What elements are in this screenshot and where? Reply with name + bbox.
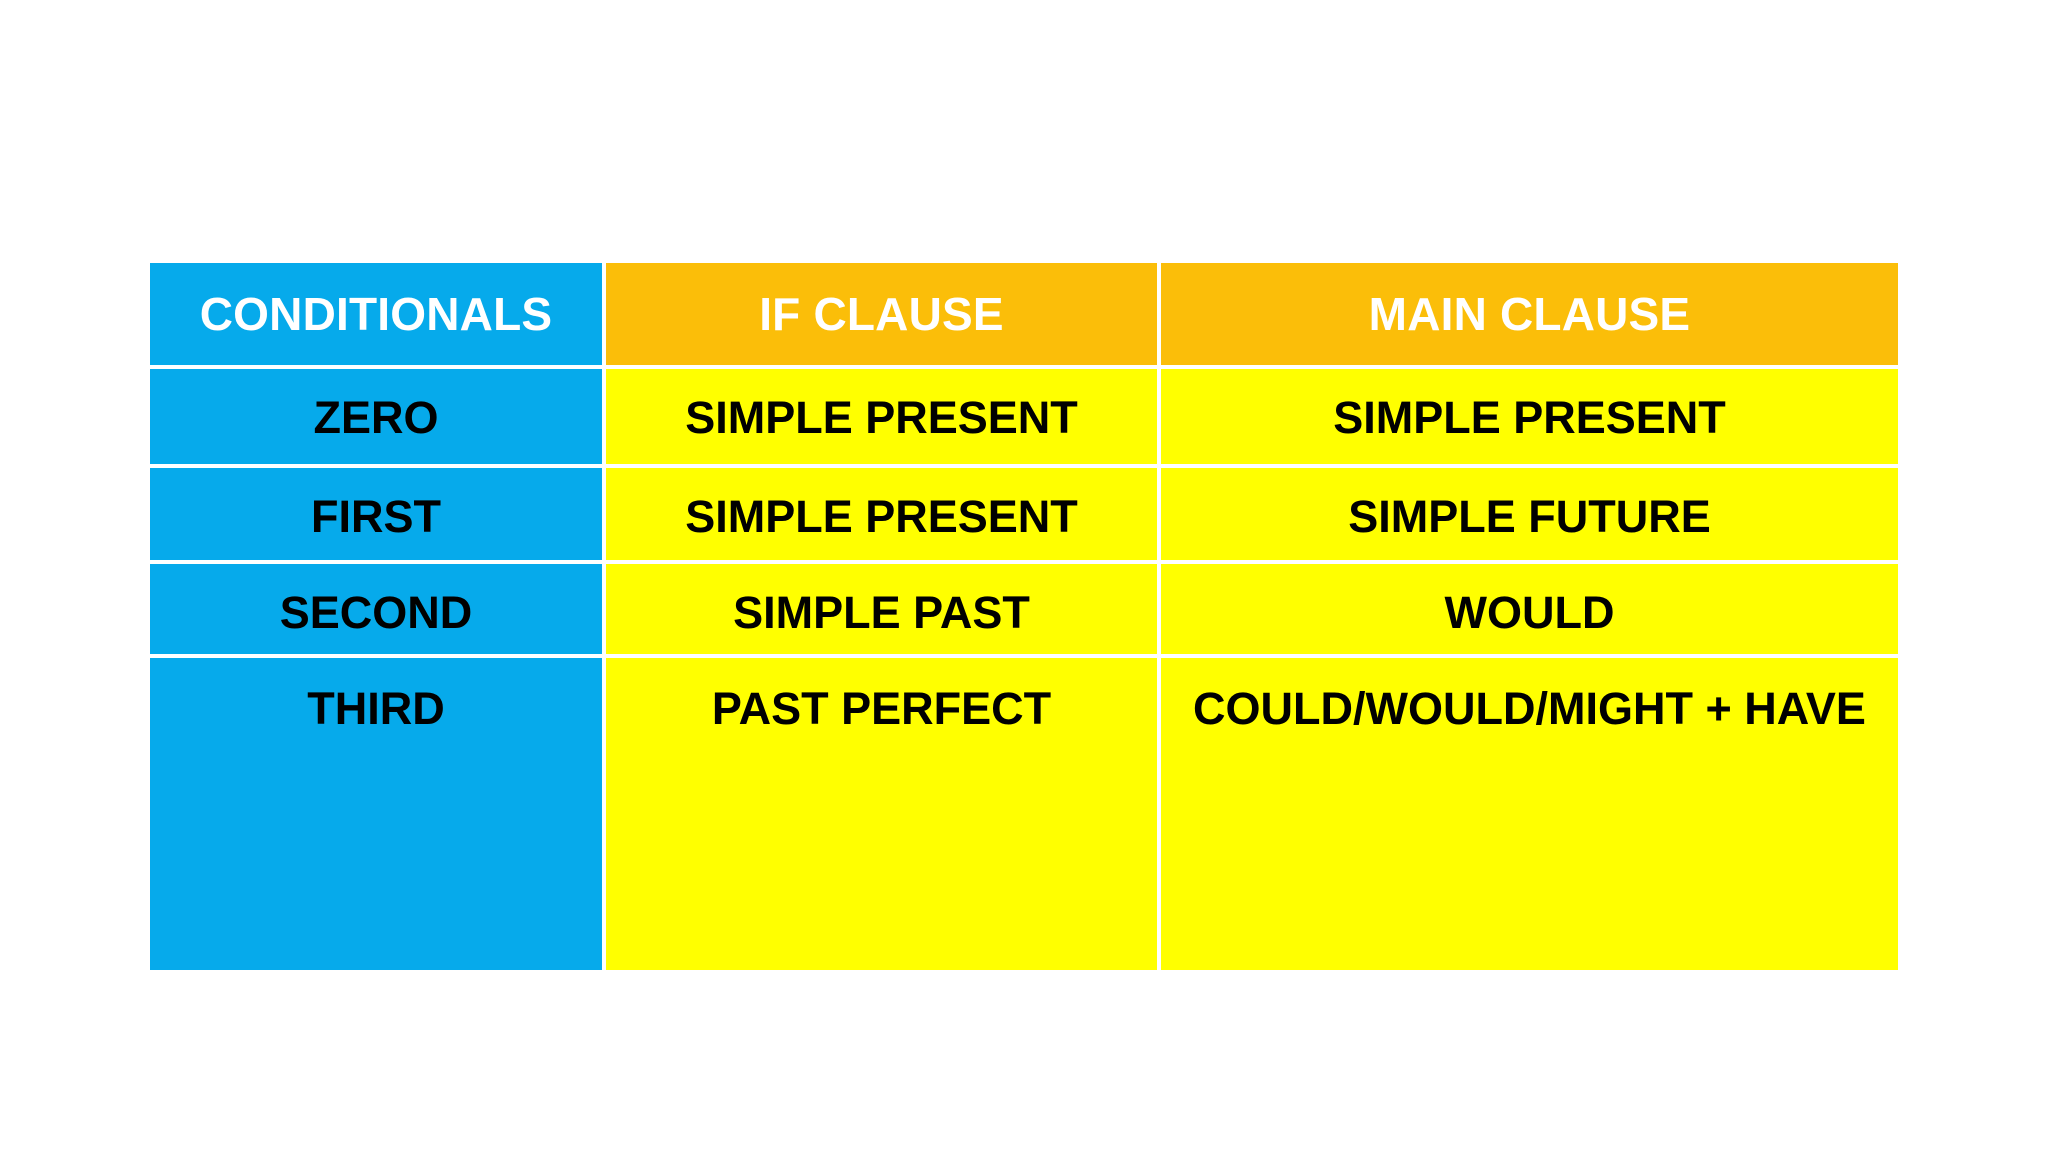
- table-row: SECOND SIMPLE PAST WOULD: [150, 563, 1898, 655]
- cell-conditional-first: FIRST: [150, 468, 602, 560]
- cell-main-clause-zero: SIMPLE PRESENT: [1161, 369, 1898, 465]
- cell-conditional-second: SECOND: [150, 563, 602, 655]
- cell-conditional-zero: ZERO: [150, 369, 602, 465]
- table-header-row: CONDITIONALS IF CLAUSE MAIN CLAUSE: [150, 263, 1898, 365]
- cell-if-clause-zero: SIMPLE PRESENT: [606, 369, 1157, 465]
- table-row: ZERO SIMPLE PRESENT SIMPLE PRESENT: [150, 369, 1898, 465]
- cell-main-clause-second: WOULD: [1161, 563, 1898, 655]
- table-row: FIRST SIMPLE PRESENT SIMPLE FUTURE: [150, 468, 1898, 560]
- column-header-conditionals: CONDITIONALS: [150, 263, 602, 365]
- cell-if-clause-first: SIMPLE PRESENT: [606, 468, 1157, 560]
- cell-if-clause-second: SIMPLE PAST: [606, 563, 1157, 655]
- cell-conditional-third: THIRD: [150, 658, 602, 970]
- column-header-if-clause: IF CLAUSE: [606, 263, 1157, 365]
- table-row: THIRD PAST PERFECT COULD/WOULD/MIGHT + H…: [150, 658, 1898, 970]
- column-header-main-clause: MAIN CLAUSE: [1161, 263, 1898, 365]
- cell-main-clause-third: COULD/WOULD/MIGHT + HAVE: [1161, 658, 1898, 970]
- conditionals-table: CONDITIONALS IF CLAUSE MAIN CLAUSE ZERO …: [150, 263, 1898, 970]
- cell-if-clause-third: PAST PERFECT: [606, 658, 1157, 970]
- cell-main-clause-first: SIMPLE FUTURE: [1161, 468, 1898, 560]
